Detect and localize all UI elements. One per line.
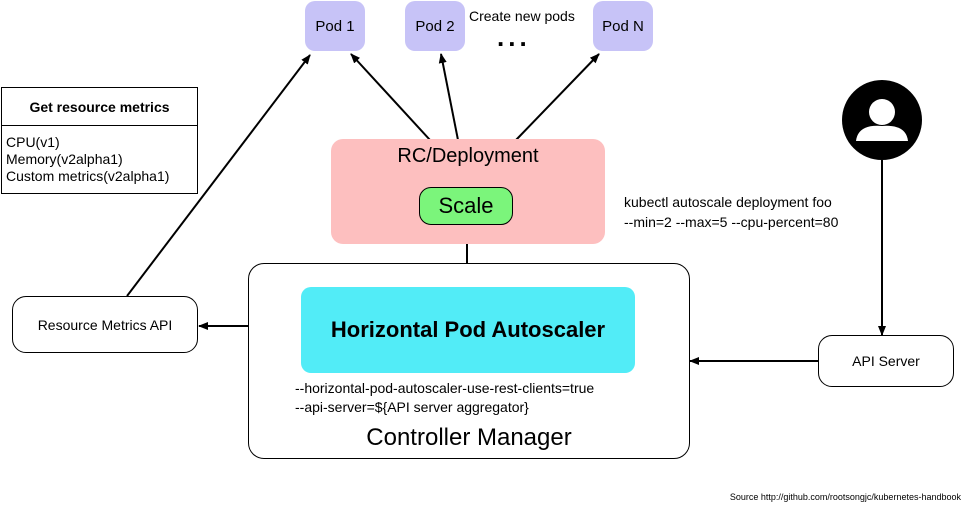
controller-manager-label: Controller Manager [366,424,572,451]
resource-metrics-api-node: Resource Metrics API [12,296,198,353]
flag-api-server: --api-server=${API server aggregator} [295,399,529,415]
user-icon [842,80,922,160]
kubectl-command: kubectl autoscale deployment foo --min=2… [624,192,838,232]
controller-flags: --horizontal-pod-autoscaler-use-rest-cli… [295,379,594,417]
create-new-pods-label: Create new pods [469,8,575,24]
resource-metrics-api-label: Resource Metrics API [37,316,173,333]
scale-node: Scale [419,187,513,225]
hpa-node: Horizontal Pod Autoscaler [301,287,635,373]
api-server-label: API Server [852,353,920,369]
kubectl-command-line-1: kubectl autoscale deployment foo [624,194,832,210]
api-server-node: API Server [818,335,954,387]
pod-n-label: Pod N [602,17,644,35]
scale-label: Scale [438,193,494,218]
arrow-rc-to-podn [515,53,600,141]
pod-2-label: Pod 2 [415,17,455,35]
arrow-rc-to-pod2 [438,53,459,141]
pod-2-node: Pod 2 [405,1,465,51]
hpa-label: Horizontal Pod Autoscaler [330,317,606,342]
pod-1-label: Pod 1 [315,17,355,35]
rc-deployment-title: RC/Deployment [397,145,539,167]
pod-n-node: Pod N [593,1,653,51]
resource-metrics-list: CPU(v1) Memory(v2alpha1) Custom metrics(… [2,126,197,185]
pods-ellipsis: ... [497,22,531,52]
metric-custom: Custom metrics(v2alpha1) [6,168,170,184]
metric-memory: Memory(v2alpha1) [6,151,123,167]
arrow-rc-to-pod1 [350,53,431,141]
flag-use-rest-clients: --horizontal-pod-autoscaler-use-rest-cli… [295,380,595,396]
pod-1-node: Pod 1 [305,1,365,51]
resource-metrics-box: Get resource metrics CPU(v1) Memory(v2al… [1,87,198,194]
source-note: Source http://github.com/rootsongjc/kube… [729,492,961,502]
metric-cpu: CPU(v1) [6,134,60,150]
kubectl-command-line-2: --min=2 --max=5 --cpu-percent=80 [624,214,839,230]
resource-metrics-title: Get resource metrics [2,88,197,126]
rc-deployment-node: RC/Deployment Scale [331,139,605,244]
